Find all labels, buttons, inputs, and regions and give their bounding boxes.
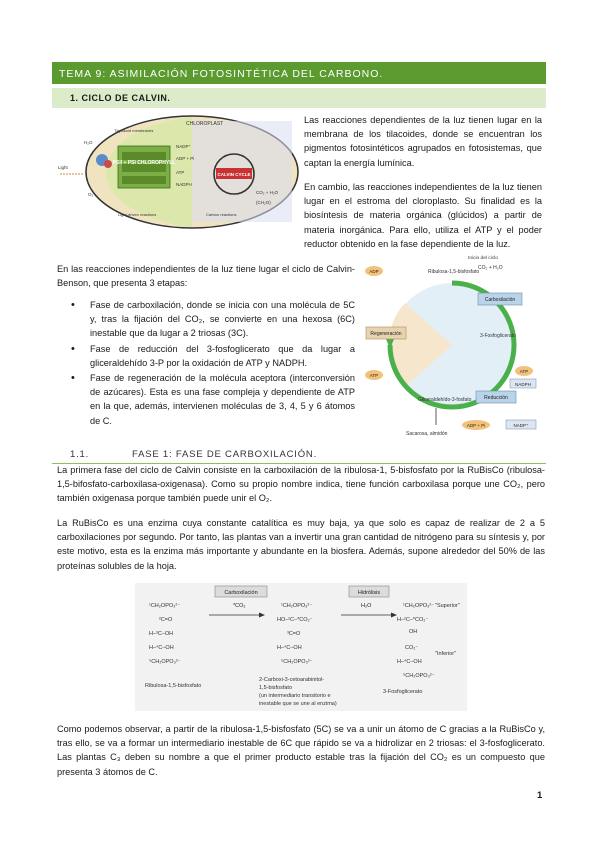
svg-text:2-Carboxi-3-cetoarabinitol-: 2-Carboxi-3-cetoarabinitol- bbox=[259, 677, 324, 683]
svg-text:Ribulosa-1,5-bisfosfato: Ribulosa-1,5-bisfosfato bbox=[428, 269, 479, 275]
svg-text:O₂: O₂ bbox=[88, 192, 94, 197]
svg-text:ATP: ATP bbox=[176, 170, 184, 175]
svg-text:Carboxilación: Carboxilación bbox=[485, 297, 516, 303]
chloroplast-diagram: CHLOROPLAST Light H₂O Thylakoid membrane… bbox=[58, 115, 299, 229]
svg-text:H–⁴C–OH: H–⁴C–OH bbox=[149, 644, 174, 651]
svg-text:"Superior": "Superior" bbox=[435, 603, 460, 609]
paragraph-light-reactions: Las reacciones dependientes de la luz ti… bbox=[304, 115, 542, 168]
svg-text:CO₂⁻: CO₂⁻ bbox=[405, 645, 418, 651]
page-number: 1 bbox=[537, 790, 543, 801]
svg-text:Thylakoid membranes: Thylakoid membranes bbox=[114, 128, 153, 133]
svg-text:Light: Light bbox=[58, 165, 69, 170]
svg-text:⁵CH₂OPO₃²⁻: ⁵CH₂OPO₃²⁻ bbox=[281, 658, 313, 665]
svg-text:PSII + PSI CHLOROPHYLL: PSII + PSI CHLOROPHYLL bbox=[113, 160, 176, 166]
svg-text:H–²C–*CO₂⁻: H–²C–*CO₂⁻ bbox=[397, 617, 428, 623]
svg-text:Regeneración: Regeneración bbox=[370, 331, 401, 337]
svg-text:OH: OH bbox=[409, 629, 417, 635]
svg-text:NADP⁺: NADP⁺ bbox=[514, 423, 530, 428]
svg-text:CO₂ + H₂O: CO₂ + H₂O bbox=[478, 265, 503, 271]
svg-text:H–⁴C–OH: H–⁴C–OH bbox=[397, 658, 422, 665]
subsection-number: 1.1. bbox=[70, 449, 90, 460]
svg-text:H₂O: H₂O bbox=[361, 603, 372, 609]
svg-text:3-Fosfoglicerato: 3-Fosfoglicerato bbox=[480, 333, 516, 339]
svg-text:ADP + Pi: ADP + Pi bbox=[467, 423, 485, 428]
paragraph-carboxylation-2: La RuBisCo es una enzima cuya constante … bbox=[57, 518, 545, 571]
svg-text:³C=O: ³C=O bbox=[287, 631, 301, 637]
svg-text:¹CH₂OPO₃²⁻: ¹CH₂OPO₃²⁻ bbox=[149, 603, 180, 609]
svg-text:¹CH₂OPO₃²⁻: ¹CH₂OPO₃²⁻ bbox=[281, 603, 312, 609]
svg-text:1,5-bisfosfato: 1,5-bisfosfato bbox=[259, 685, 292, 691]
svg-text:⁵CH₂OPO₃²⁻: ⁵CH₂OPO₃²⁻ bbox=[403, 672, 435, 679]
svg-text:(CH₂O): (CH₂O) bbox=[256, 200, 271, 205]
calvin-cycle-diagram: Inicio del ciclo CO₂ + H₂O Ribulosa-1,5-… bbox=[365, 255, 537, 437]
svg-text:ATP: ATP bbox=[520, 369, 528, 374]
list-item: Fase de regeneración de la molécula acep… bbox=[57, 371, 355, 428]
svg-text:Light-driven reactions: Light-driven reactions bbox=[118, 212, 156, 217]
carboxylation-reaction-diagram: Carboxilación Hidrólisis *CO₂ H₂O ¹CH₂OP… bbox=[135, 583, 467, 711]
svg-text:CALVIN CYCLE: CALVIN CYCLE bbox=[218, 172, 251, 177]
paragraph-carboxylation-3: Como podemos observar, a partir de la ri… bbox=[57, 724, 545, 777]
svg-text:NADP⁺: NADP⁺ bbox=[176, 144, 192, 149]
subsection-title-carboxylation: 1.1. FASE 1: FASE DE CARBOXILACIÓN. bbox=[52, 447, 546, 464]
svg-text:NADPH: NADPH bbox=[515, 382, 531, 387]
svg-text:HO–²C–*CO₂⁻: HO–²C–*CO₂⁻ bbox=[277, 617, 313, 623]
svg-text:H₂O: H₂O bbox=[84, 140, 93, 145]
svg-text:⁵CH₂OPO₃²⁻: ⁵CH₂OPO₃²⁻ bbox=[149, 658, 181, 665]
stages-list: Fase de carboxilación, donde se inicia c… bbox=[57, 298, 355, 429]
svg-text:Gliceraldehído-3-fosfato: Gliceraldehído-3-fosfato bbox=[418, 397, 472, 403]
svg-text:*CO₂: *CO₂ bbox=[233, 603, 246, 609]
svg-text:CHLOROPLAST: CHLOROPLAST bbox=[186, 121, 223, 127]
paragraph-dark-reactions: En cambio, las reacciones independientes… bbox=[304, 182, 542, 249]
chapter-title: TEMA 9: ASIMILACIÓN FOTOSINTÉTICA DEL CA… bbox=[52, 62, 546, 84]
svg-text:Ribulosa-1,5-bisfosfato: Ribulosa-1,5-bisfosfato bbox=[145, 683, 201, 689]
svg-text:Reducción: Reducción bbox=[484, 395, 508, 401]
list-item: Fase de carboxilación, donde se inicia c… bbox=[57, 298, 355, 341]
list-item: Fase de reducción del 3-fosfoglicerato q… bbox=[57, 342, 355, 370]
svg-text:Hidrólisis: Hidrólisis bbox=[358, 590, 381, 596]
svg-text:ADP + Pi: ADP + Pi bbox=[176, 156, 194, 161]
svg-text:H–³C–OH: H–³C–OH bbox=[149, 631, 173, 637]
paragraph-carboxylation-1: La primera fase del ciclo de Calvin cons… bbox=[57, 465, 545, 504]
svg-text:ADP: ADP bbox=[369, 269, 378, 274]
svg-text:Carbon reactions: Carbon reactions bbox=[206, 212, 236, 217]
svg-text:ATP: ATP bbox=[370, 373, 378, 378]
subsection-title-text: FASE 1: FASE DE CARBOXILACIÓN. bbox=[132, 449, 318, 460]
svg-text:²C=O: ²C=O bbox=[159, 617, 173, 623]
svg-text:Carboxilación: Carboxilación bbox=[224, 590, 257, 596]
svg-text:"Inferior": "Inferior" bbox=[435, 651, 456, 657]
svg-text:inestable que se une al enzima: inestable que se une al enzima) bbox=[259, 701, 337, 707]
svg-text:3-Fosfoglicerato: 3-Fosfoglicerato bbox=[383, 689, 422, 695]
section-title-calvin: 1. CICLO DE CALVIN. bbox=[52, 88, 546, 108]
paragraph-calvin-intro: En las reacciones independientes de la l… bbox=[57, 264, 355, 289]
svg-text:CO₂ + H₂O: CO₂ + H₂O bbox=[256, 190, 279, 195]
svg-text:¹CH₂OPO₃²⁻: ¹CH₂OPO₃²⁻ bbox=[403, 603, 434, 609]
svg-text:NADPH: NADPH bbox=[176, 182, 192, 187]
svg-text:H–⁴C–OH: H–⁴C–OH bbox=[277, 644, 302, 651]
svg-text:(un intermediario transitorio: (un intermediario transitorio e bbox=[259, 693, 331, 699]
svg-text:Inicio del ciclo: Inicio del ciclo bbox=[468, 255, 498, 261]
svg-text:Sacarosa, almidón: Sacarosa, almidón bbox=[406, 431, 448, 437]
